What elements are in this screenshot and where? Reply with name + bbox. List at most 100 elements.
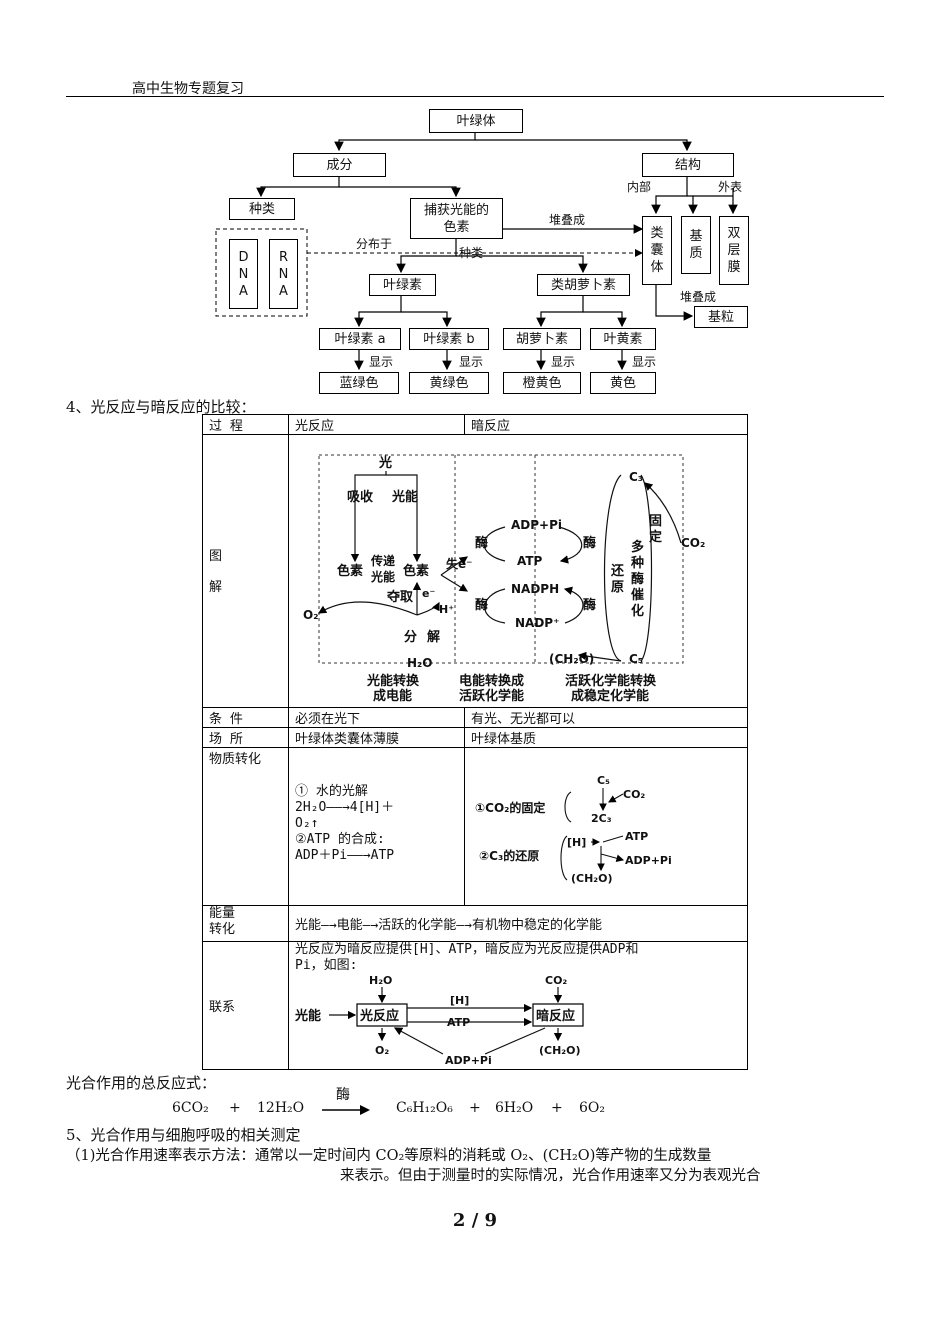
dark-ch2o: (CH₂O) bbox=[571, 872, 613, 885]
row-energy-label: 能量 转化 bbox=[202, 905, 289, 942]
energy-label-line: 能量 bbox=[209, 906, 236, 921]
dg-adp-pi: ADP+Pi bbox=[511, 518, 562, 532]
dark-co2: CO₂ bbox=[623, 788, 645, 801]
dg-cap2b: 活跃化学能 bbox=[459, 688, 524, 704]
label-show: 显示 bbox=[551, 355, 576, 369]
site-light: 叶绿体类囊体薄膜 bbox=[288, 727, 465, 748]
rna-letter: N bbox=[278, 266, 289, 282]
dg-multi-4: 催 bbox=[631, 587, 644, 603]
node-chlorophyll-b: 叶绿素 b bbox=[409, 328, 489, 350]
label-show: 显示 bbox=[459, 355, 484, 369]
node-chlorophyll: 叶绿素 bbox=[369, 274, 436, 296]
dg-cap3a: 活跃化学能转换 bbox=[565, 673, 657, 689]
diagram-cell: 光 吸收 光能 色素 传递 光能 色素 失e⁻ 夺取 e⁻ H⁺ O₂ 分 解 … bbox=[288, 434, 748, 708]
link-h: [H] bbox=[450, 994, 469, 1007]
dg-multi-3: 酶 bbox=[631, 571, 644, 587]
thylakoid-char: 类 bbox=[650, 226, 664, 241]
diagram-label-char: 解 bbox=[209, 580, 223, 595]
node-pigments: 捕获光能的 色素 bbox=[410, 198, 503, 239]
thylakoid-char: 体 bbox=[650, 260, 664, 275]
label-distributed: 分布于 bbox=[356, 237, 393, 251]
dna-letter: A bbox=[239, 283, 248, 299]
dg-nadp: NADP⁺ bbox=[515, 616, 559, 630]
dg-light-energy2: 光能 bbox=[370, 569, 395, 584]
equation-co2: 6CO₂ bbox=[172, 1100, 209, 1116]
membrane-char: 膜 bbox=[727, 260, 741, 275]
label-show: 显示 bbox=[369, 355, 394, 369]
section5-line2: 来表示。但由于测量时的实际情况，光合作用速率又分为表观光合 bbox=[340, 1168, 761, 1184]
dg-pigment2: 色素 bbox=[403, 563, 429, 579]
matter-light-line: ADP＋Pi——→ATP bbox=[295, 848, 395, 863]
page-number: 2 / 9 bbox=[452, 1210, 498, 1231]
row-diagram-label: 图 解 bbox=[202, 434, 289, 708]
dark-adp-pi: ADP+Pi bbox=[625, 854, 672, 867]
dg-multi-2: 种 bbox=[630, 555, 644, 571]
stroma-char: 质 bbox=[689, 246, 703, 261]
row-site-label: 场 所 bbox=[202, 727, 289, 748]
label-inner: 内部 bbox=[627, 180, 652, 194]
link-light-reaction: 光反应 bbox=[359, 1008, 399, 1024]
node-thylakoid: 类 囊 体 bbox=[642, 216, 672, 285]
node-grana: 基粒 bbox=[694, 306, 748, 328]
node-double-membrane: 双 层 膜 bbox=[719, 216, 749, 285]
dg-multi-5: 化 bbox=[631, 603, 644, 619]
membrane-char: 层 bbox=[727, 243, 741, 258]
node-carotenoid: 类胡萝卜素 bbox=[537, 274, 630, 296]
dg-enzyme3: 酶 bbox=[475, 597, 488, 613]
link-cell: 光反应为暗反应提供[H]、ATP，暗反应为光反应提供ADP和 Pi，如图: 光能… bbox=[288, 941, 748, 1070]
dg-ch2o: (CH₂O) bbox=[549, 652, 594, 666]
dark-2c3: 2C₃ bbox=[591, 812, 612, 825]
comparison-table: 过 程 光反应 暗反应 图 解 光 吸 bbox=[202, 414, 748, 1070]
link-o2: O₂ bbox=[375, 1044, 389, 1057]
row-link-label: 联系 bbox=[202, 941, 289, 1070]
row-condition-label: 条 件 bbox=[202, 707, 289, 728]
th-dark-reaction: 暗反应 bbox=[464, 414, 748, 435]
dg-co2: CO₂ bbox=[681, 536, 705, 550]
pigments-line2: 色素 bbox=[443, 219, 470, 235]
dg-capture: 夺取 bbox=[386, 589, 414, 605]
total-equation-title: 光合作用的总反应式： bbox=[66, 1074, 217, 1092]
node-stroma: 基 质 bbox=[681, 216, 711, 274]
energy-label-line: 转化 bbox=[209, 922, 236, 937]
equation-h2o: 12H₂O bbox=[257, 1100, 305, 1116]
link-light-energy: 光能 bbox=[295, 1008, 321, 1024]
matter-dark: ①CO₂的固定 ②C₃的还原 C₅ CO₂ 2C₃ [H] ATP ADP+Pi… bbox=[464, 747, 748, 906]
energy-conversion: 光能—→电能—→活跃的化学能—→有机物中稳定的化学能 bbox=[288, 905, 748, 942]
dg-absorb: 吸收 bbox=[347, 489, 374, 505]
label-show: 显示 bbox=[632, 355, 657, 369]
dg-decompose: 解 bbox=[426, 629, 440, 645]
dg-atp: ATP bbox=[517, 554, 543, 568]
row-matter-label: 物质转化 bbox=[202, 747, 289, 906]
dg-reduce-1: 还 bbox=[610, 563, 625, 579]
membrane-char: 双 bbox=[727, 226, 741, 241]
concept-map-connectors bbox=[215, 132, 738, 371]
matter-light-line: ① 水的光解 bbox=[295, 784, 368, 799]
dark-reduce-label: ②C₃的还原 bbox=[479, 848, 539, 863]
header-divider bbox=[66, 96, 884, 97]
dg-h2o: H₂O bbox=[407, 656, 433, 670]
equation-arrow bbox=[322, 1105, 370, 1115]
equation-plus: + bbox=[469, 1100, 481, 1116]
label-stacked2: 堆叠成 bbox=[680, 290, 717, 304]
link-h2o: H₂O bbox=[369, 974, 392, 987]
rna-letter: R bbox=[278, 249, 289, 265]
equation-plus: + bbox=[229, 1100, 241, 1116]
section5-title: 5、光合作用与细胞呼吸的相关测定 bbox=[66, 1126, 301, 1144]
node-rna: R N A bbox=[269, 239, 298, 309]
stroma-char: 基 bbox=[689, 229, 703, 244]
matter-light: ① 水的光解 2H₂O——→4[H]＋ O₂↑ ②ATP 的合成: ADP＋Pi… bbox=[288, 747, 465, 906]
dg-e-minus: e⁻ bbox=[422, 587, 435, 600]
equation-water: 6H₂O bbox=[495, 1100, 534, 1116]
dg-cap2a: 电能转换成 bbox=[459, 673, 524, 689]
matter-light-line: O₂↑ bbox=[295, 816, 319, 831]
dark-atp: ATP bbox=[625, 830, 648, 843]
dark-h: [H] bbox=[567, 836, 586, 849]
dg-multi-1: 多 bbox=[631, 539, 644, 555]
link-diagram: 光能 光反应 暗反应 H₂O O₂ [H] ATP ADP+Pi CO₂ (CH… bbox=[295, 974, 584, 1067]
node-yellow: 黄色 bbox=[590, 372, 656, 394]
dg-reduce-2: 原 bbox=[611, 580, 624, 595]
dg-light-energy: 光能 bbox=[391, 489, 418, 505]
dg-nadph: NADPH bbox=[511, 582, 559, 596]
section5-line1: （1)光合作用速率表示方法：通常以一定时间内 CO₂等原料的消耗或 O₂、(CH… bbox=[66, 1148, 712, 1164]
dg-cap1a: 光能转换 bbox=[366, 673, 420, 689]
